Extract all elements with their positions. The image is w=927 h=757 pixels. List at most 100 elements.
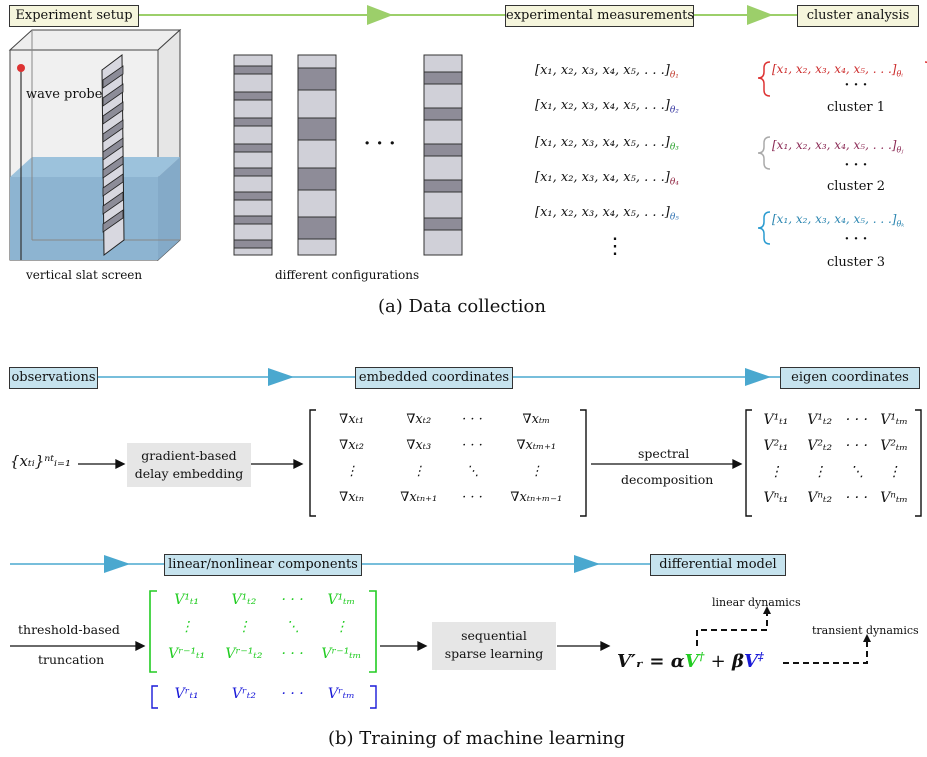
matrix-cell: Vʳₜ₂ (231, 686, 256, 702)
stage-experiment-setup: Experiment setup (9, 5, 139, 27)
spectral-label: spectral (638, 446, 690, 461)
probe-dot (17, 64, 25, 72)
setup-caption: vertical slat screen (26, 268, 143, 282)
flow-arrowhead (104, 555, 130, 573)
caption-a: (a) Data collection (378, 296, 546, 317)
cluster-dots: · · · (844, 158, 868, 173)
measurement-row: [x₁, x₂, x₃, x₄, x₅, . . .]θ₁ (535, 63, 679, 81)
matrix-cell: ∇xₜ₃ (406, 438, 432, 453)
matrix-cell: ⋮ (345, 464, 359, 479)
caption-b: (b) Training of machine learning (328, 728, 626, 749)
cluster-vector: [x₁, x₂, x₃, x₄, x₅, . . .]θᵢ (772, 62, 903, 79)
learning-box-line: sparse learning (444, 646, 544, 661)
stage-differential-model: differential model (650, 554, 786, 576)
matrix-cell: · · · (281, 646, 304, 662)
measurement-vdots: ⋮ (604, 234, 626, 259)
matrix-cell: ⋮ (412, 464, 426, 479)
matrix-cell: V¹ₜ₁ (763, 412, 789, 428)
matrix-cell: · · · (462, 490, 483, 505)
matrix-cell: ⋱ (466, 464, 479, 479)
matrix-cell: Vⁿₜ₁ (763, 490, 789, 506)
matrix-cell: ∇xₜₘ₊₁ (516, 438, 557, 453)
wave-probe-label: wave probe (26, 87, 103, 102)
matrix-cell: · · · (462, 438, 483, 453)
matrix-cell: ⋱ (285, 619, 300, 635)
measurement-row: [x₁, x₂, x₃, x₄, x₅, . . .]θ₂ (535, 98, 679, 116)
flow-arrowhead (574, 555, 600, 573)
matrix-cell: ∇xₜₙ₊₁ (400, 490, 438, 505)
matrix-cell: · · · (281, 592, 304, 608)
blue-row: Vʳₜ₁ Vʳₜ₂ · · · Vʳₜₘ (158, 686, 370, 708)
matrix-cell: V¹ₜ₂ (231, 592, 257, 608)
stage-observations: observations (9, 367, 98, 389)
cluster-vector: [x₁, x₂, x₃, x₄, x₅, . . .]θⱼ (772, 138, 904, 155)
flow-arrowhead (745, 368, 771, 386)
eq-v-linear: V (684, 651, 699, 672)
truncation-label: truncation (38, 652, 105, 667)
matrix-cell: ⋮ (236, 619, 251, 635)
configurations (233, 54, 463, 256)
measurement-row: [x₁, x₂, x₃, x₄, x₅, . . .]θ₄ (535, 170, 679, 188)
green-brackets (149, 590, 377, 673)
eq-dagger: † (698, 650, 705, 663)
matrix-cell: V¹ₜₘ (880, 412, 908, 428)
cluster-label: cluster 1 (826, 100, 886, 115)
threshold-label: threshold-based (18, 622, 120, 637)
linear-dynamics-label: linear dynamics (712, 596, 801, 609)
matrix-brackets (309, 409, 922, 517)
flow-arrowhead (367, 5, 393, 25)
flow-arrowhead (747, 5, 773, 25)
model-equation: V′ᵣ = αV† + βV‡ (617, 650, 764, 672)
matrix-cell: · · · (462, 412, 483, 427)
blue-brackets (151, 685, 377, 709)
matrix-cell: ⋮ (529, 464, 543, 479)
stage-cluster-analysis: cluster analysis (797, 5, 919, 27)
stage-experimental-measurements: experimental measurements (505, 5, 694, 27)
wave-tank (8, 28, 182, 262)
decomposition-label: decomposition (621, 472, 714, 487)
measurement-row: [x₁, x₂, x₃, x₄, x₅, . . .]θ₃ (535, 135, 679, 153)
configs-caption: different configurations (275, 268, 420, 282)
matrix-cell: Vⁿₜ₂ (807, 490, 833, 506)
gradient-embedding-box: gradient-based delay embedding (127, 443, 251, 487)
eq-plus: + (710, 651, 726, 672)
matrix-cell: ⋮ (768, 464, 783, 480)
flow-arrowhead (268, 368, 294, 386)
matrix-cell: V²ₜₘ (880, 438, 908, 454)
embedded-matrix: ∇xₜ₁∇xₜ₂· · ·∇xₜₘ∇xₜ₂∇xₜ₃· · ·∇xₜₘ₊₁⋮⋮⋱⋮… (318, 412, 580, 516)
matrix-cell: · · · (845, 438, 869, 454)
matrix-cell: ∇xₜ₂ (406, 412, 432, 427)
matrix-cell: · · · (281, 686, 304, 702)
matrix-cell: ∇xₜₙ₊ₘ₋₁ (510, 490, 563, 505)
matrix-cell: ⋮ (334, 619, 349, 635)
eq-alpha: α (670, 651, 685, 672)
matrix-cell: ∇xₜₙ (339, 490, 365, 505)
matrix-cell: V¹ₜₘ (327, 592, 356, 608)
matrix-cell: · · · (845, 412, 869, 428)
matrix-cell: V²ₜ₁ (763, 438, 789, 454)
matrix-cell: ⋮ (887, 464, 902, 480)
embed-box-line: gradient-based (141, 448, 237, 463)
input-observations: {xₜᵢ}ⁿᵗᵢ₌₁ (10, 452, 71, 470)
cluster-dots: · · · (844, 78, 868, 93)
matrix-cell: Vʳ⁻¹ₜ₁ (168, 646, 206, 662)
matrix-cell: ⋮ (179, 619, 194, 635)
matrix-cell: ∇xₜ₁ (339, 412, 364, 427)
matrix-cell: ∇xₜₘ (522, 412, 551, 427)
matrix-cell: V¹ₜ₁ (174, 592, 200, 608)
matrix-cell: Vʳₜₘ (327, 686, 355, 702)
cluster-vector: [x₁, x₂, x₃, x₄, x₅, . . .]θₖ (772, 212, 905, 229)
cluster-label: cluster 2 (826, 179, 886, 194)
eq-beta: β (732, 651, 744, 672)
matrix-cell: Vⁿₜₘ (880, 490, 908, 506)
matrix-cell: Vʳ⁻¹ₜ₂ (225, 646, 263, 662)
learning-box-line: sequential (461, 628, 527, 643)
eq-double-dagger: ‡ (757, 650, 764, 663)
embed-box-line: delay embedding (134, 466, 244, 481)
cluster-dots: · · · (844, 232, 868, 247)
config-ellipsis: · · · (364, 133, 396, 154)
cluster-braces (757, 61, 927, 245)
matrix-cell: Vʳₜ₁ (174, 686, 199, 702)
